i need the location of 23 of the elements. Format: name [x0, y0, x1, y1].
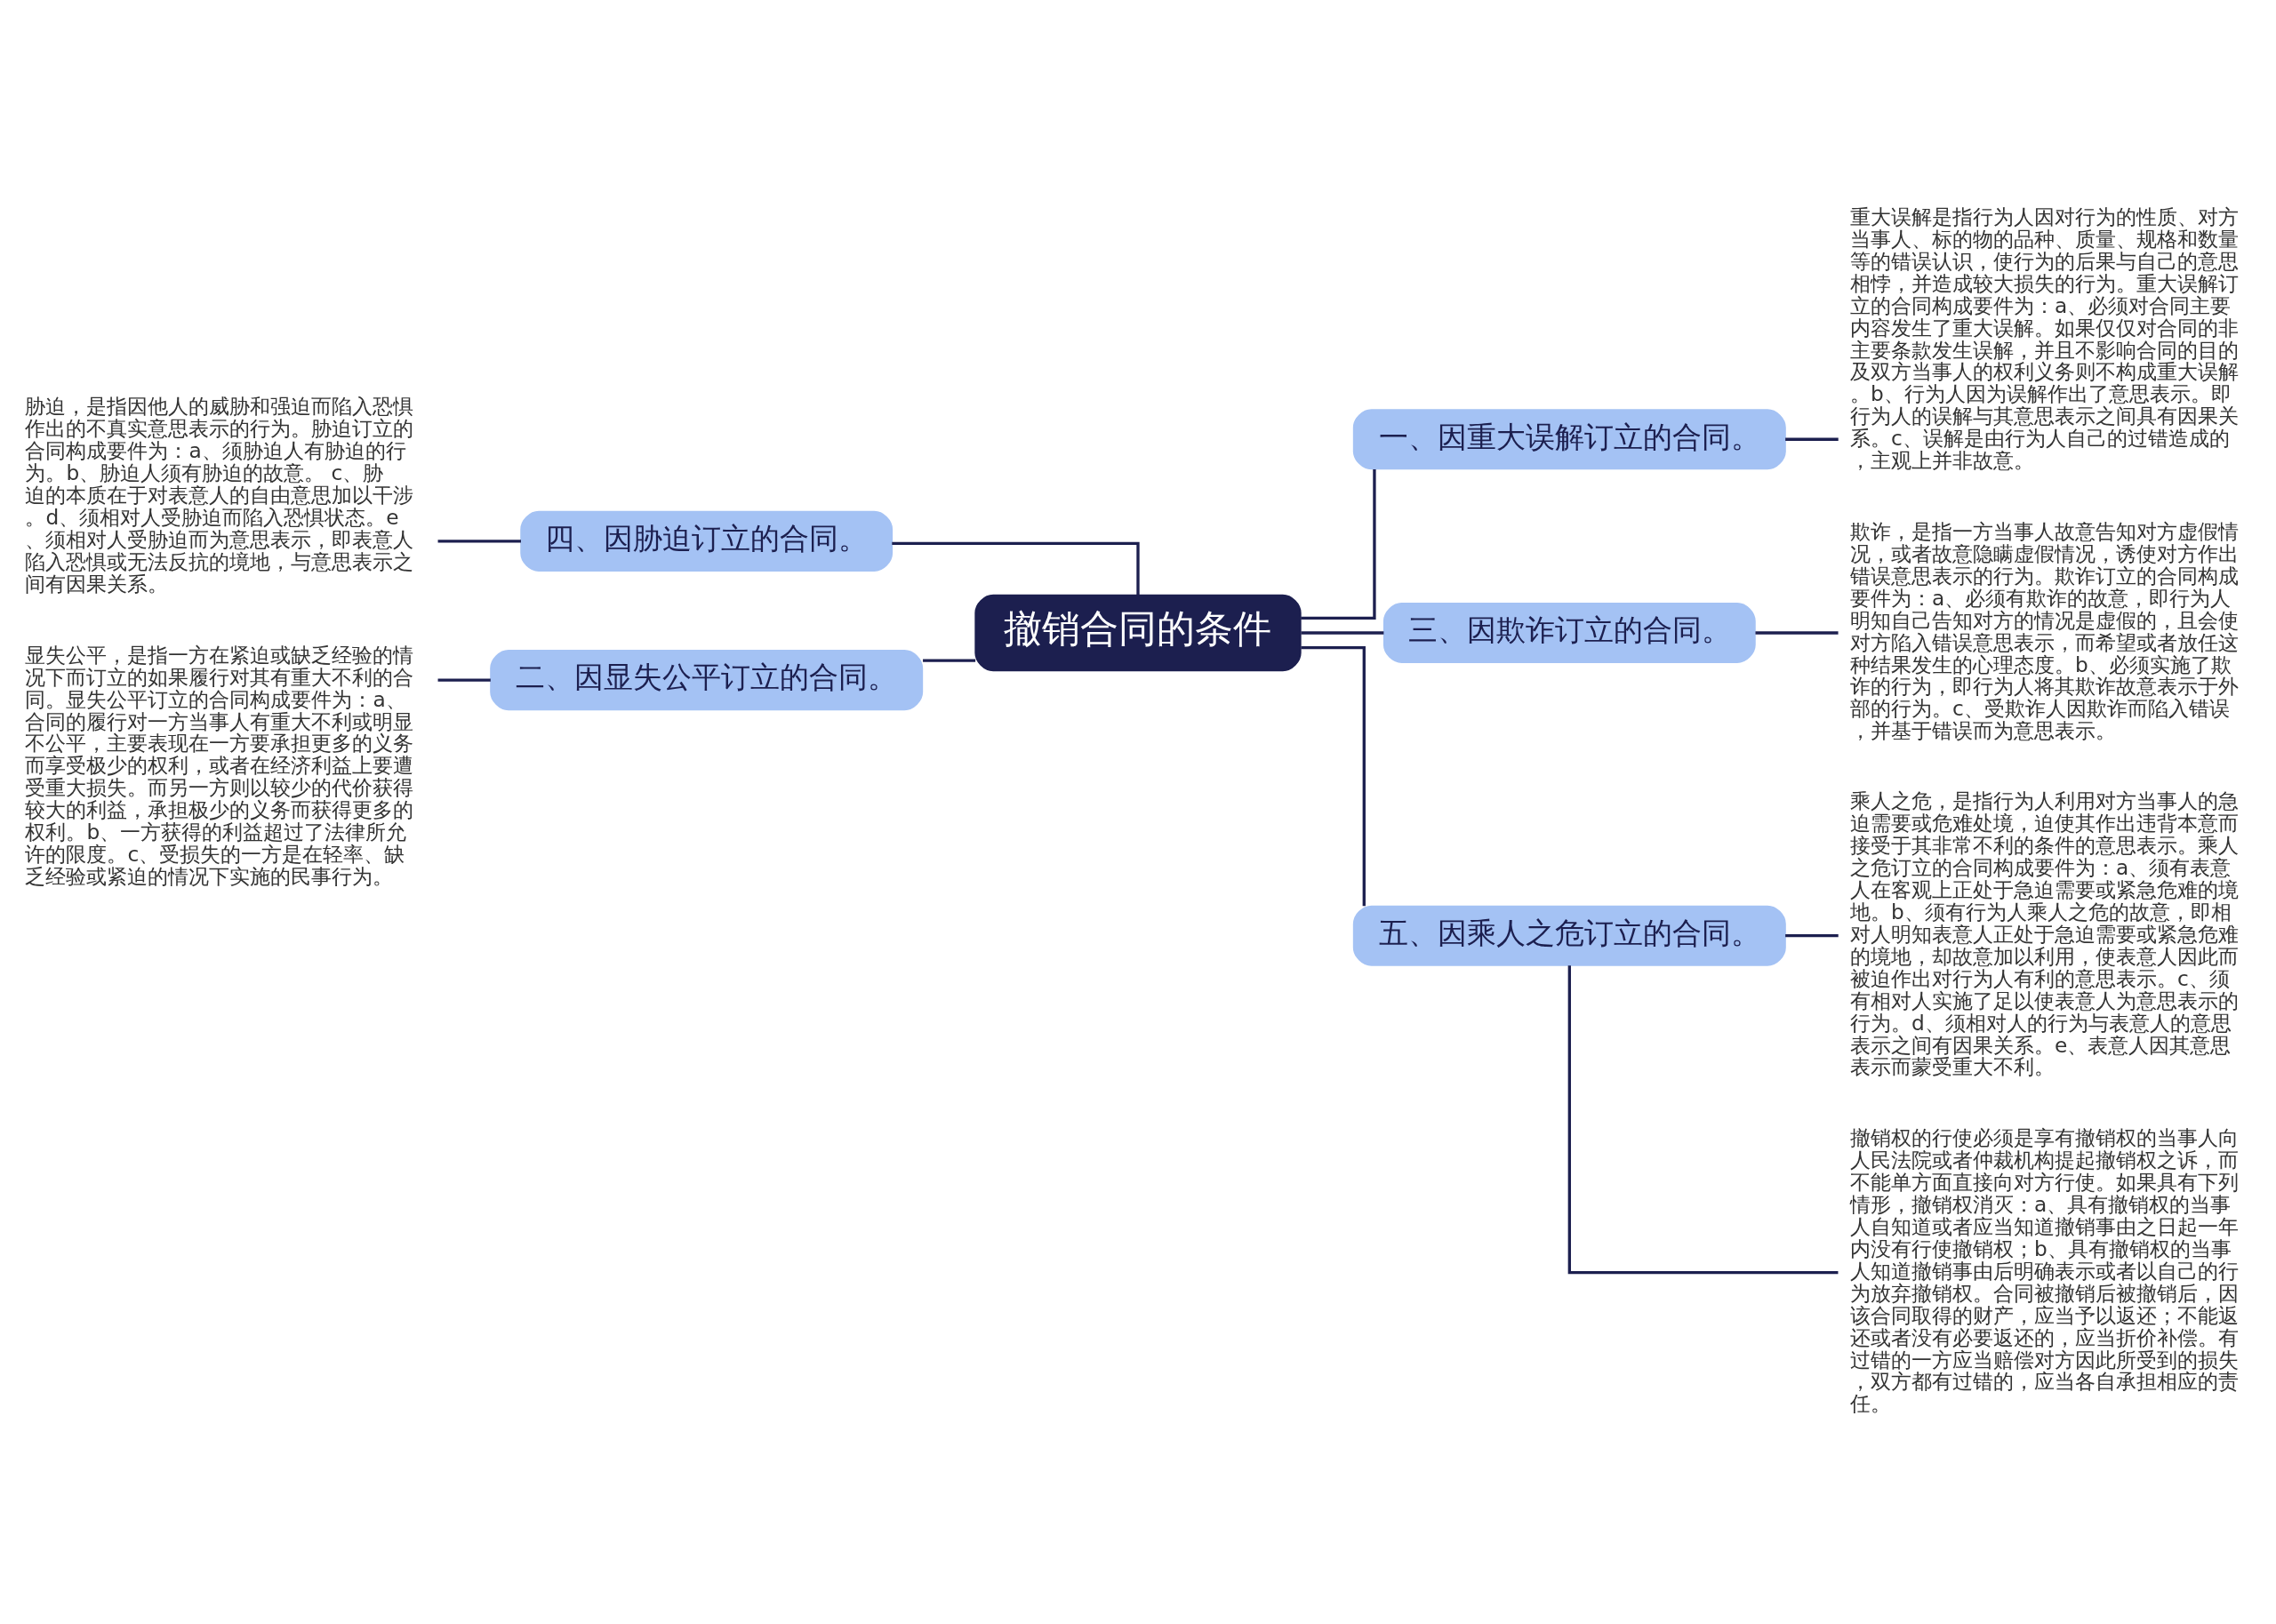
- connector: [1785, 437, 1839, 441]
- node-box: 三、因欺诈订立的合同。: [1382, 602, 1756, 664]
- connector: [1301, 631, 1384, 635]
- connector: [437, 540, 521, 543]
- node-box: 撤销合同的条件: [974, 594, 1302, 672]
- node-box: 五、因乘人之危订立的合同。: [1352, 905, 1786, 966]
- node-box: 一、因重大误解订立的合同。: [1352, 409, 1786, 470]
- node-text: 撤销权的行使必须是享有撤销权的当事人向人民法院或者仲裁机构提起撤销权之诉，而不能单方面直接向对方行使。如果具有下列情形，撤销权消灭：a、具有撤销权的当事人自知道或者应当知道撤销事由之日起一年内没有行使撤销权；b、具有撤销权的当事人知道撤销事由后明确表示或者以自己的行为放弃撤销权。合同被撤销后被撤销后，因该合同取得的财产，应当予以返还；不能返还或者没有必要返还的，应当折价补偿。有过错的一方应当赔偿对方因此所受到的损失，双方都有过错的，应当各自承担相应的责任。: [1850, 1125, 2240, 1416]
- node-text: 欺诈，是指一方当事人故意告知对方虚假情况，或者故意隐瞒虚假情况，诱使对方作出错误意思表示的行为。欺诈订立的合同构成要件为：a、必须有欺诈的故意，即行为人明知自己告知对方的情况是虚假的，且会使对方陷入错误意思表示，而希望或者放任这种结果发生的心理态度。b、必须实施了欺诈的行为，即行为人将其欺诈故意表示于外部的行为。c、受欺诈人因欺诈而陷入错误，并基于错误而为意思表示。: [1850, 518, 2240, 743]
- connector: [1755, 631, 1839, 635]
- connector: [437, 678, 491, 682]
- connector: [1301, 468, 1376, 620]
- connector: [892, 541, 1140, 596]
- connector: [1567, 965, 1839, 1275]
- connector: [1301, 645, 1366, 907]
- node-text: 胁迫，是指因他人的威胁和强迫而陷入恐惧作出的不真实意思表示的行为。胁迫订立的合同构成要件为：a、须胁迫人有胁迫的行为。b、胁迫人须有胁迫的故意。 c、胁迫的本质在于对表意人的自由意思加以干涉。d、须相对人受胁迫而陷入恐惧状态。e、须相对人受胁迫而为意思表示，即表意人陷入恐惧或无法反抗的境地，与意思表示之间有因果关系。: [25, 394, 414, 596]
- connector: [1785, 934, 1839, 938]
- node-text: 乘人之危，是指行为人利用对方当事人的急迫需要或危难处境，迫使其作出违背本意而接受于其非常不利的条件的意思表示。乘人之危订立的合同构成要件为：a、须有表意人在客观上正处于急迫需要或紧急危难的境地。b、须有行为人乘人之危的故意，即相对人明知表意人正处于急迫需要或紧急危难的境地，却故意加以利用，使表意人因此而被迫作出对行为人有利的意思表示。c、须有相对人实施了足以使表意人为意思表示的行为。d、须相对人的行为与表意人的意思表示之间有因果关系。e、表意人因其意思表示而蒙受重大不利。: [1850, 788, 2240, 1079]
- node-text: 显失公平，是指一方在紧迫或缺乏经验的情况下而订立的如果履行对其有重大不利的合同。显失公平订立的合同构成要件为：a、合同的履行对一方当事人有重大不利或明显不公平，主要表现在一方要承担更多的义务而享受极少的权利，或者在经济利益上要遭受重大损失。而另一方则以较少的代价获得较大的利益，承担极少的义务而获得更多的权利。b、一方获得的利益超过了法律所允许的限度。c、受损失的一方是在轻率、缺乏经验或紧迫的情况下实施的民事行为。: [25, 642, 414, 889]
- node-box: 二、因显失公平订立的合同。: [490, 650, 924, 711]
- node-box: 四、因胁迫订立的合同。: [520, 510, 894, 572]
- node-text: 重大误解是指行为人因对行为的性质、对方当事人、标的物的品种、质量、规格和数量等的错误认识，使行为的后果与自己的意思相悖，并造成较大损失的行为。重大误解订立的合同构成要件为：a、必须对合同主要内容发生了重大误解。如果仅仅对合同的非主要条款发生误解，并且不影响合同的目的及双方当事人的权利义务则不构成重大误解。b、行为人因为误解作出了意思表示。即行为人的误解与其意思表示之间具有因果关系。c、误解是由行为人自己的过错造成的，主观上并非故意。: [1850, 204, 2240, 473]
- connector: [923, 659, 976, 662]
